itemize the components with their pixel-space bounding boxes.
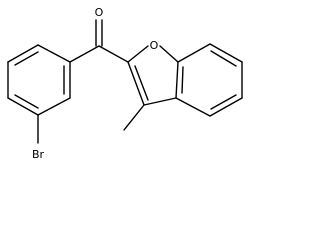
- methyl-bond: [123, 104, 145, 131]
- ring-oxygen-label: O: [150, 39, 159, 52]
- bromophenyl-ring: [7, 44, 71, 116]
- benzo-ring: [175, 43, 243, 117]
- furan-ring: [127, 45, 179, 106]
- chemical-structure: O O Br: [7, 6, 243, 161]
- carbonyl-to-furan-bond: [98, 45, 129, 63]
- carbonyl-to-phenyl-bond: [69, 45, 100, 63]
- bromine-label: Br: [32, 148, 45, 161]
- carbonyl-oxygen-label: O: [95, 6, 104, 19]
